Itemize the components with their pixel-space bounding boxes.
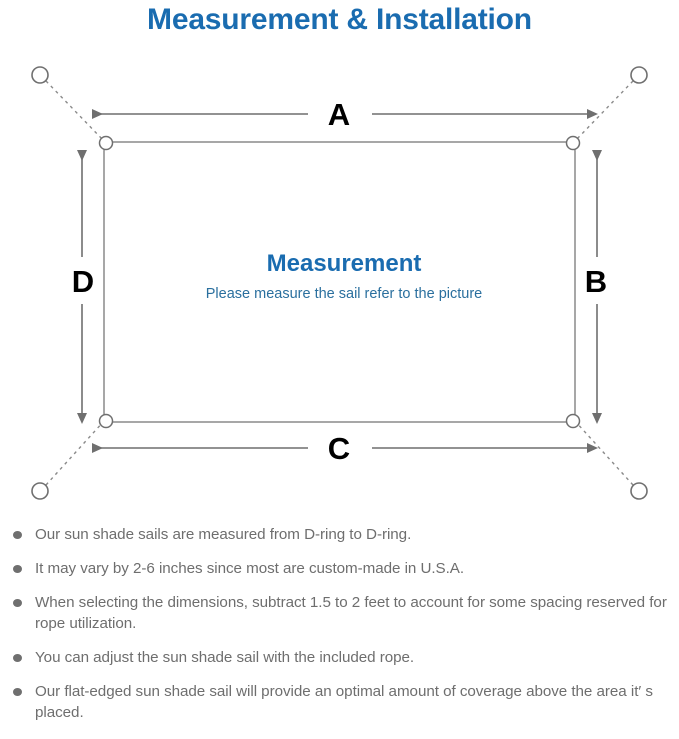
anchor-circle-top-left bbox=[31, 66, 49, 84]
bullet-icon bbox=[13, 688, 22, 696]
d-ring-bottom-left bbox=[98, 413, 114, 429]
rope-lines bbox=[45, 80, 634, 486]
rope-line-bottom-left bbox=[45, 420, 105, 486]
dimension-a-label: A bbox=[328, 97, 350, 132]
measurement-diagram: A C D B Measurement Please measure the s… bbox=[0, 42, 679, 512]
dimension-c-label: C bbox=[328, 431, 350, 466]
list-item: It may vary by 2-6 inches since most are… bbox=[0, 558, 679, 579]
anchor-circle-bottom-left bbox=[31, 482, 49, 500]
list-item: Our flat-edged sun shade sail will provi… bbox=[0, 681, 679, 723]
anchor-circle-bottom-right bbox=[630, 482, 648, 500]
d-rings bbox=[98, 135, 581, 429]
anchor-circle-top-right bbox=[630, 66, 648, 84]
note-text: It may vary by 2-6 inches since most are… bbox=[35, 560, 465, 577]
rope-line-bottom-right bbox=[574, 420, 634, 486]
list-item: You can adjust the sun shade sail with t… bbox=[0, 647, 679, 668]
dimension-b-label: B bbox=[585, 264, 607, 299]
note-text: When selecting the dimensions, subtract … bbox=[35, 594, 667, 632]
page-title: Measurement & Installation bbox=[147, 3, 532, 36]
bullet-icon bbox=[13, 531, 22, 539]
d-ring-bottom-right bbox=[565, 413, 581, 429]
bullet-icon bbox=[13, 654, 22, 662]
dimension-d-label: D bbox=[72, 264, 94, 299]
rope-line-top-right bbox=[574, 80, 634, 142]
list-item: Our sun shade sails are measured from D-… bbox=[0, 524, 679, 545]
note-text: Our flat-edged sun shade sail will provi… bbox=[35, 683, 653, 721]
notes-list: Our sun shade sails are measured from D-… bbox=[0, 524, 679, 736]
bullet-icon bbox=[13, 565, 22, 573]
d-ring-top-left bbox=[98, 135, 114, 151]
diagram-canvas: A C D B Measurement Please measure the s… bbox=[31, 66, 648, 500]
anchor-points bbox=[31, 66, 648, 500]
sail-shape bbox=[103, 141, 576, 423]
list-item: When selecting the dimensions, subtract … bbox=[0, 592, 679, 634]
diagram-center-title: Measurement bbox=[267, 250, 422, 277]
note-text: You can adjust the sun shade sail with t… bbox=[35, 649, 415, 666]
rope-line-top-left bbox=[45, 80, 105, 142]
d-ring-top-right bbox=[565, 135, 581, 151]
note-text: Our sun shade sails are measured from D-… bbox=[35, 526, 412, 543]
bullet-icon bbox=[13, 599, 22, 607]
diagram-center-subtitle: Please measure the sail refer to the pic… bbox=[206, 286, 482, 302]
